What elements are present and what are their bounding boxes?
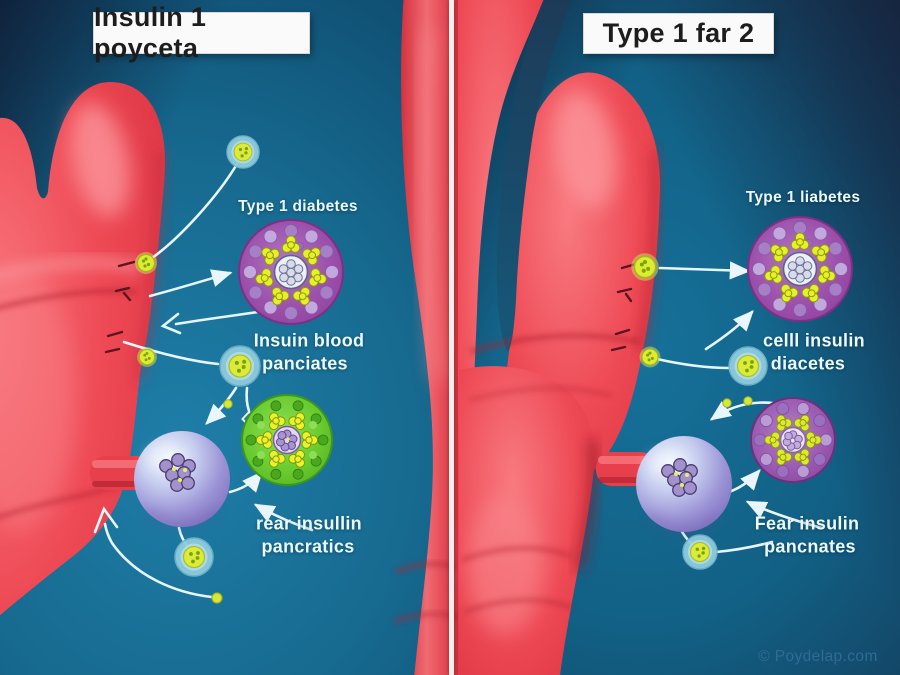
panel-divider: [449, 0, 454, 675]
label-islet-left: Type 1 diabetes: [238, 198, 358, 215]
organ-tick-marks: [104, 260, 638, 354]
title-right-text: Type 1 far 2: [602, 18, 755, 48]
label-bottom-right-line1: Fear insulin: [754, 513, 860, 534]
title-box-right: Type 1 far 2: [583, 13, 774, 54]
label-bottom-left-line2: pancratics: [261, 536, 355, 557]
islet-cell-left: [239, 220, 343, 324]
watermark-text: © Poydelap.com: [758, 648, 878, 665]
pancreas-organ-left: [0, 82, 165, 616]
label-mid-left-line2: panciates: [262, 353, 348, 374]
label-islet-right: Type 1 liabetes: [745, 189, 861, 206]
beta-cell-sphere-right: [636, 436, 732, 532]
pancreas-organ-right: [458, 0, 661, 675]
islet-cell-right: [748, 217, 852, 321]
title-box-left: Insulin 1 poyceta: [93, 2, 310, 63]
label-mid-right-line2: diacetes: [770, 353, 846, 374]
beta-cell-sphere-left: [134, 431, 230, 527]
label-bottom-right-line2: pancnates: [764, 536, 856, 557]
label-mid-right-line1: celll insulin: [763, 330, 865, 351]
title-left-text: Insulin 1 poyceta: [94, 2, 207, 63]
violet-cell-right: [751, 398, 835, 482]
label-mid-left-line1: Insuin blood: [253, 330, 365, 351]
label-bottom-left-line1: rear insullin: [256, 513, 362, 534]
green-cell-left: [242, 395, 332, 485]
